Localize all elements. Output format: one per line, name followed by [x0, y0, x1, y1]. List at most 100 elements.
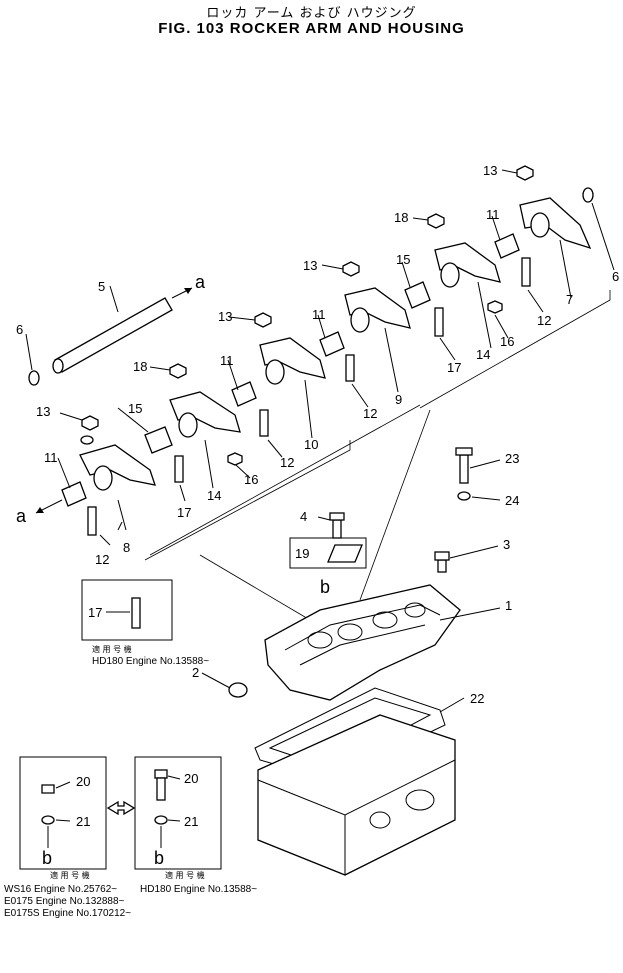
- rocker-arm-part-14-b: [434, 242, 501, 288]
- label-b-left: b: [42, 848, 52, 868]
- screw-17-inset: [131, 597, 141, 629]
- rocker-arm-part-14-a: [169, 391, 241, 438]
- callout-7: 7: [566, 292, 573, 307]
- callout-4: 4: [300, 509, 307, 524]
- note-e0175s: E0175S Engine No.170212~: [4, 908, 131, 919]
- washer-part-24: [457, 491, 471, 501]
- washer-21-right: [154, 815, 168, 825]
- bolt-part-4: [329, 512, 345, 539]
- callout-15-a: 15: [128, 401, 142, 416]
- inset-part-19: [289, 537, 367, 569]
- note-hd180-right: HD180 Engine No.13588~: [140, 884, 257, 895]
- label-a-bottom: a: [16, 506, 27, 526]
- figure-title: FIG. 103 ROCKER ARM AND HOUSING: [158, 20, 465, 37]
- nut-13-b: [254, 312, 272, 328]
- callout-20-left: 20: [76, 774, 90, 789]
- callout-12-a: 12: [95, 552, 109, 567]
- callout-5: 5: [98, 279, 105, 294]
- callout-9: 9: [395, 392, 402, 407]
- note-ws16: WS16 Engine No.25762~: [4, 884, 117, 895]
- callout-13-d: 13: [483, 163, 497, 178]
- callout-15-b: 15: [396, 252, 410, 267]
- callout-18-a: 18: [133, 359, 147, 374]
- nut-13-d: [516, 165, 534, 181]
- callout-21-right: 21: [184, 814, 198, 829]
- screw-12-d: [521, 257, 531, 287]
- bushing-11-c: [319, 331, 345, 357]
- rocker-housing-part-1: [264, 584, 461, 701]
- callout-16-a: 16: [244, 472, 258, 487]
- screw-part-3: [434, 551, 450, 573]
- note-jp-inset-17: 適 用 号 機: [92, 644, 132, 654]
- label-b-right: b: [154, 848, 164, 868]
- rocker-arm-part-8: [79, 435, 156, 491]
- callout-14-a: 14: [207, 488, 221, 503]
- cylinder-head: [257, 714, 456, 876]
- leader-lines: [25, 169, 615, 822]
- callout-13-a: 13: [36, 404, 50, 419]
- callout-17-a: 17: [177, 505, 191, 520]
- note-jp-left: 適 用 号 機: [50, 870, 90, 880]
- bolt-20-right: [154, 769, 168, 801]
- callout-11-b: 11: [220, 353, 234, 368]
- plug-part-6-right: [582, 187, 594, 203]
- plug-part-6-left: [28, 370, 40, 386]
- callout-12-b: 12: [280, 455, 294, 470]
- label-a-top: a: [195, 272, 206, 292]
- callout-22: 22: [470, 691, 484, 706]
- title-japanese: ロッカ アーム および ハウジング: [206, 6, 417, 21]
- note-hd180-inset-17: HD180 Engine No.13588~: [92, 656, 209, 667]
- callout-6-left: 6: [16, 322, 23, 337]
- callout-1: 1: [505, 598, 512, 613]
- interchange-arrow-icon: [106, 800, 136, 816]
- plug-part-2: [228, 682, 248, 698]
- nut-16-a: [227, 452, 243, 466]
- callout-6-right: 6: [612, 269, 619, 284]
- callout-24: 24: [505, 493, 519, 508]
- callout-11-a: 11: [44, 450, 58, 465]
- nut-13-a: [81, 415, 99, 431]
- rocker-arm-part-7: [519, 197, 592, 250]
- shaft-arrow-a-top: [171, 287, 193, 299]
- callout-19: 19: [295, 546, 309, 561]
- screw-17-a: [174, 455, 184, 483]
- nut-16-b: [487, 300, 503, 314]
- note-jp-right: 適 用 号 機: [165, 870, 205, 880]
- bushing-11-b: [231, 381, 257, 407]
- nut-18-b: [427, 213, 445, 229]
- spring-15-b: [404, 281, 431, 309]
- callout-23: 23: [505, 451, 519, 466]
- screw-17-b: [434, 307, 444, 337]
- cap-bolt-20-left: [41, 784, 55, 794]
- shaft-arrow-a-bottom: [35, 499, 63, 514]
- callout-17-b: 17: [447, 360, 461, 375]
- callout-16-b: 16: [500, 334, 514, 349]
- callout-14-b: 14: [476, 347, 490, 362]
- pointer-line-a: [199, 554, 311, 621]
- callout-21-left: 21: [76, 814, 90, 829]
- rocker-arm-part-9: [344, 287, 411, 333]
- callout-12-d: 12: [537, 313, 551, 328]
- washer-21-left: [41, 815, 55, 825]
- label-b-housing: b: [320, 577, 330, 597]
- rocker-arm-part-10: [259, 337, 326, 385]
- callout-10: 10: [304, 437, 318, 452]
- group-boundary-lower: [144, 440, 351, 561]
- bushing-part-11-a: [61, 481, 87, 507]
- callout-13-b: 13: [218, 309, 232, 324]
- note-e0175: E0175 Engine No.132888~: [4, 896, 125, 907]
- nut-13-c: [342, 261, 360, 277]
- bushing-11-d: [494, 233, 520, 259]
- callout-2: 2: [192, 665, 199, 680]
- inset-box-right: [134, 756, 222, 870]
- group-boundary-diagonal: [149, 404, 421, 556]
- callout-11-d: 11: [486, 207, 500, 222]
- callout-20-right: 20: [184, 771, 198, 786]
- group-boundary-upper: [419, 290, 611, 409]
- inset-box-left: [19, 756, 107, 870]
- adjust-screw-12-a: [87, 506, 97, 536]
- callout-11-c: 11: [312, 307, 326, 322]
- rocker-shaft-part-5: [52, 297, 173, 374]
